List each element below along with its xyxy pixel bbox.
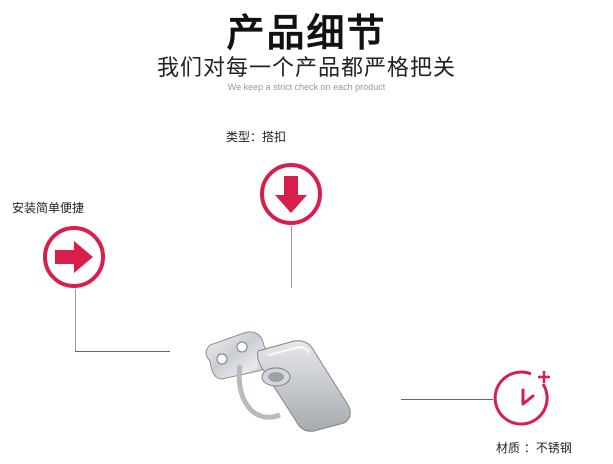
arrow-right-icon <box>42 225 106 289</box>
type-label: 类型：搭扣 <box>226 130 287 144</box>
arrow-down-icon <box>259 162 323 226</box>
install-leader-vertical <box>75 289 76 352</box>
tagline: We keep a strict check on each product <box>227 82 386 92</box>
material-leader-line <box>401 399 493 400</box>
type-leader-line <box>291 226 292 288</box>
page-title: 产品细节 <box>226 11 387 55</box>
install-label: 安装简单便捷 <box>12 201 85 215</box>
install-leader-horizontal <box>75 351 170 352</box>
hasp-latch-image <box>196 325 366 435</box>
page-subtitle: 我们对每一个产品都严格把关 <box>156 56 456 81</box>
clock-plus-icon <box>493 368 557 430</box>
material-label: 材质 ：不锈钢 <box>496 441 572 455</box>
